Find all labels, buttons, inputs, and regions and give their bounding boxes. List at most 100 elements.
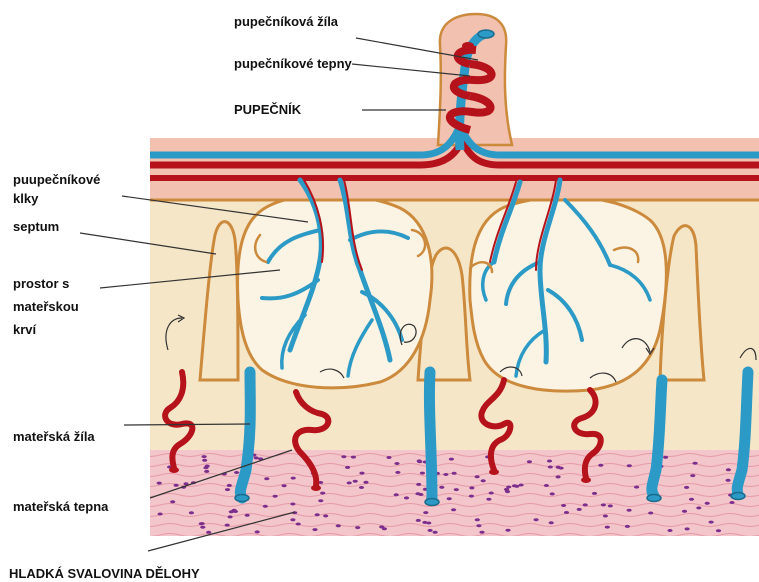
muscle-nucleus [592,492,597,495]
label-septum: septum [13,218,59,235]
muscle-nucleus [204,470,209,473]
muscle-nucleus [689,498,694,501]
muscle-nucleus [544,484,549,487]
muscle-nucleus [475,475,480,478]
muscle-nucleus [416,483,421,486]
muscle-nucleus [452,472,457,475]
label-maternal-artery: mateřská tepna [13,498,108,515]
muscle-nucleus [423,511,428,514]
muscle-nucleus [634,486,639,489]
muscle-nucleus [627,509,632,512]
muscle-nucleus [345,466,350,469]
muscle-nucleus [549,521,554,524]
muscle-nucleus [527,460,532,463]
muscle-nucleus [548,466,553,469]
muscle-nucleus [205,465,210,468]
muscle-nucleus [696,506,701,509]
muscle-nucleus [227,484,232,487]
muscle-nucleus [449,458,454,461]
label-smooth-muscle: HLADKÁ SVALOVINA DĚLOHY [9,565,200,582]
muscle-nucleus [682,510,687,513]
muscle-nucleus [709,521,714,524]
muscle-nucleus [189,511,194,514]
muscle-nucleus [323,514,328,517]
label-space-line1: prostor s [13,275,69,292]
muscle-nucleus [255,530,260,533]
muscle-nucleus [353,480,358,483]
muscle-nucleus [667,529,672,532]
muscle-nucleus [512,484,517,487]
muscle-nucleus [404,496,409,499]
muscle-nucleus [282,484,287,487]
muscle-nucleus [439,486,444,489]
muscle-nucleus [291,477,296,480]
muscle-nucleus [547,460,552,463]
muscle-nucleus [519,484,524,487]
muscle-nucleus [476,524,481,527]
muscle-nucleus [505,490,510,493]
muscle-nucleus [422,521,427,524]
muscle-nucleus [561,504,566,507]
label-umbilical-cord: PUPEČNÍK [234,101,301,118]
muscle-nucleus [254,456,259,459]
muscle-nucleus [225,524,230,527]
muscle-nucleus [359,486,364,489]
muscle-nucleus [505,529,510,532]
decidua-basal-layer [150,372,759,450]
muscle-nucleus [489,492,494,495]
muscle-nucleus [273,495,278,498]
muscle-nucleus [716,529,721,532]
muscle-nucleus [729,501,734,504]
muscle-nucleus [170,500,175,503]
muscle-nucleus [157,482,162,485]
muscle-nucleus [351,456,356,459]
muscle-nucleus [415,492,420,495]
muscle-nucleus [684,486,689,489]
muscle-nucleus [598,464,603,467]
muscle-nucleus [416,519,421,522]
label-space-line3: krví [13,321,36,338]
muscle-nucleus [726,479,731,482]
muscle-nucleus [245,514,250,517]
muscle-nucleus [228,515,233,518]
muscle-nucleus [608,504,613,507]
muscle-nucleus [290,503,295,506]
muscle-nucleus [359,472,364,475]
muscle-nucleus [394,493,399,496]
muscle-nucleus [296,523,301,526]
muscle-nucleus [386,456,391,459]
label-umbilical-arteries: pupečníkové tepny [234,55,352,72]
muscle-nucleus [174,484,179,487]
muscle-nucleus [320,492,325,495]
muscle-nucleus [685,527,690,530]
muscle-nucleus [648,512,653,515]
label-umbilical-vein: pupečníková žíla [234,13,338,30]
muscle-nucleus [355,526,360,529]
muscle-nucleus [693,462,698,465]
muscle-nucleus [605,526,610,529]
muscle-nucleus [550,492,555,495]
muscle-nucleus [318,499,323,502]
muscle-nucleus [486,498,491,501]
muscle-nucleus [199,522,204,525]
muscle-nucleus [690,474,695,477]
muscle-nucleus [420,472,425,475]
muscle-nucleus [158,513,163,516]
muscle-nucleus [559,467,564,470]
muscle-nucleus [225,488,230,491]
muscle-nucleus [264,477,269,480]
muscle-nucleus [363,481,368,484]
muscle-nucleus [234,471,239,474]
cotyledon-right [470,197,667,391]
muscle-nucleus [312,528,317,531]
muscle-nucleus [263,505,268,508]
muscle-nucleus [447,497,452,500]
muscle-nucleus [627,464,632,467]
muscle-nucleus [206,531,211,534]
muscle-nucleus [475,518,480,521]
muscle-nucleus [433,531,438,534]
label-villi-line2: klky [13,190,38,207]
muscle-nucleus [469,495,474,498]
muscle-nucleus [202,455,207,458]
